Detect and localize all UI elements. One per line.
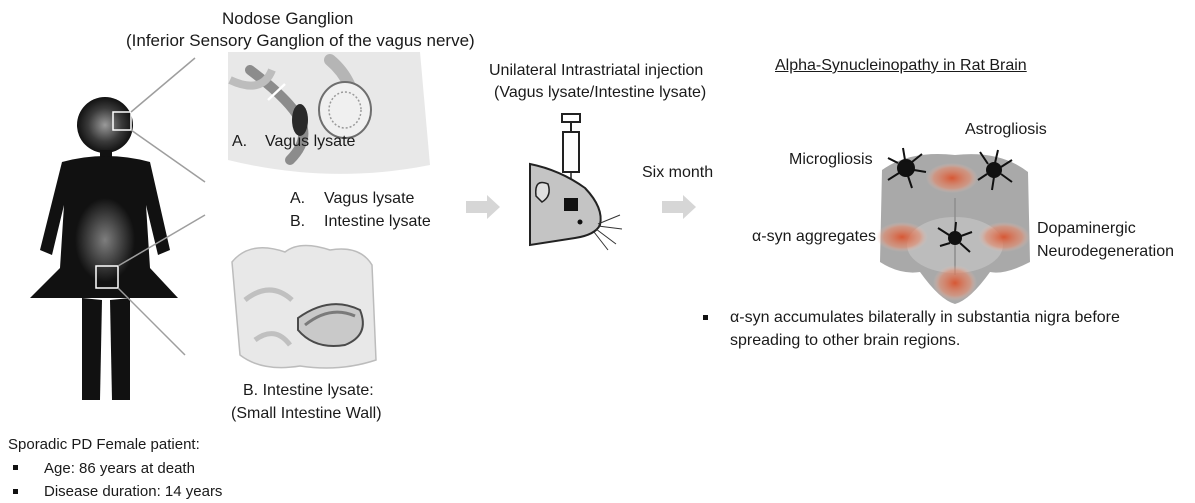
neurodegeneration-label: Neurodegeneration: [1037, 243, 1174, 261]
duration-bullet: [13, 489, 18, 494]
astrogliosis-label: Astrogliosis: [965, 121, 1047, 139]
lysate-a-label: Vagus lysate: [324, 190, 414, 208]
result-bullet-line1: α-syn accumulates bilaterally in substan…: [730, 309, 1120, 327]
result-bullet: [703, 315, 708, 320]
arrow-to-result: [662, 195, 696, 219]
brain-illustration: [876, 148, 1030, 304]
result-title: Alpha-Synucleinopathy in Rat Brain: [775, 57, 1027, 75]
aggregate-nigra: [933, 265, 977, 301]
ganglion-subtitle: (Inferior Sensory Ganglion of the vagus …: [126, 31, 475, 51]
microgliosis-label: Microgliosis: [789, 151, 873, 169]
aggregate-left: [876, 222, 928, 252]
ganglion-node: [292, 104, 308, 136]
ganglion-panel-letter: A.: [232, 133, 247, 151]
age-bullet: [13, 465, 18, 470]
intestine-label-line2: (Small Intestine Wall): [231, 405, 382, 423]
dopaminergic-label: Dopaminergic: [1037, 220, 1136, 238]
injection-line1: Unilateral Intrastriatal injection: [489, 62, 703, 80]
interval-label: Six month: [642, 164, 713, 182]
result-bullet-line2: spreading to other brain regions.: [730, 332, 960, 350]
intestine-label-line1: B. Intestine lysate:: [243, 382, 374, 400]
left-leg: [82, 298, 102, 400]
aggregate-cortex: [926, 163, 978, 193]
injection-site: [564, 198, 578, 211]
lysate-a-letter: A.: [290, 190, 305, 208]
patient-duration: Disease duration: 14 years: [44, 483, 222, 500]
rat-injection-illustration: [530, 114, 622, 250]
head: [77, 97, 133, 153]
aggregate-right: [978, 222, 1030, 252]
ganglion-title: Nodose Ganglion: [222, 9, 353, 29]
patient-title: Sporadic PD Female patient:: [8, 436, 200, 453]
lysate-b-label: Intestine lysate: [324, 213, 431, 231]
ganglion-illustration: [228, 52, 430, 174]
patient-age: Age: 86 years at death: [44, 460, 195, 477]
syringe: [563, 132, 579, 172]
arrow-to-injection: [466, 195, 500, 219]
ganglion-panel-label: Vagus lysate: [265, 133, 355, 151]
patient-silhouette: [30, 97, 178, 400]
aggregates-label: α-syn aggregates: [752, 228, 876, 246]
lysate-b-letter: B.: [290, 213, 305, 231]
intestine-illustration: [232, 245, 376, 368]
right-leg: [110, 298, 130, 400]
injection-line2: (Vagus lysate/Intestine lysate): [494, 84, 706, 102]
